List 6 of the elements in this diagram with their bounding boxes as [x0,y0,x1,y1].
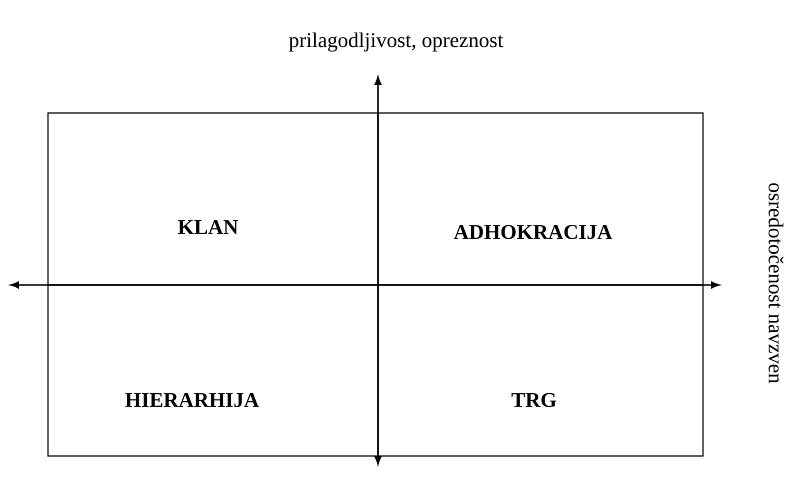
axis-label: prilagodljivost, opreznost [289,32,504,52]
quadrant-box: KLAN [47,112,379,286]
quadrant-box: HIERARHIJA [47,284,379,457]
axis-label: osredotočenost navzven [768,183,784,384]
quadrant-box: TRG [377,284,704,457]
quadrant-box: ADHOKRACIJA [377,112,704,286]
